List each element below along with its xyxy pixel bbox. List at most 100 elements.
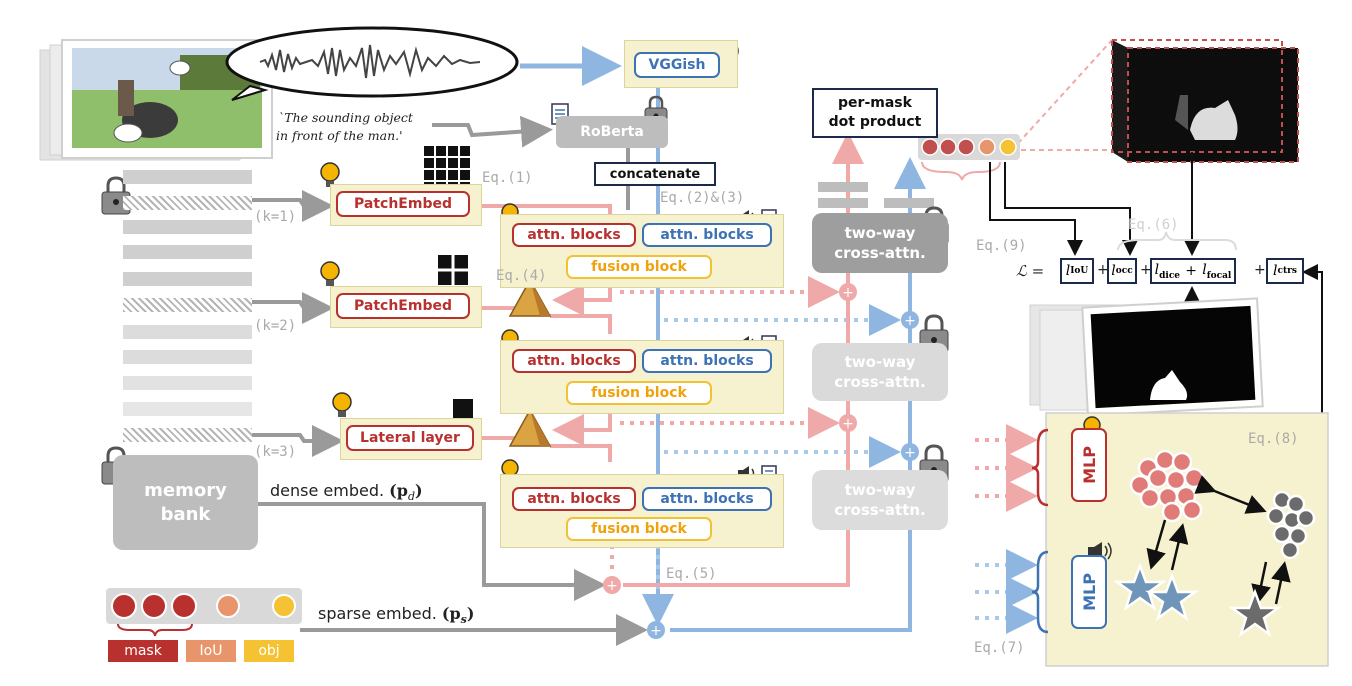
visual-attn-blocks-3: attn. blocks [512, 487, 636, 511]
patch-embed-k1: PatchEmbed [336, 191, 470, 217]
svg-text:+: + [650, 623, 662, 639]
svg-text:+: + [606, 578, 618, 594]
memory-slot [123, 376, 252, 390]
memory-slot [123, 325, 252, 339]
eq5-label: Eq.(5) [666, 566, 717, 582]
patch-grid-icon [422, 144, 475, 421]
dense-embed-text: dense embed. [270, 481, 385, 500]
loss-ctrs-sub: ctrs [1277, 266, 1297, 276]
memory-bank: memory bank [113, 455, 258, 550]
sparse-embed-label: sparse embed. (ps) [318, 604, 474, 626]
mlp-audio: MLP [1071, 555, 1107, 629]
memory-bank-line1: memory [144, 479, 227, 501]
pyramid-icon [508, 278, 552, 447]
plus-nodes: + + + + + + [603, 283, 919, 639]
memory-slot [123, 245, 252, 259]
loss-symbol: ℒ = [1016, 262, 1045, 280]
sparse-embed-symbol: (ps) [441, 604, 475, 627]
per-mask-line1: per-mask [838, 95, 912, 111]
two-way-cross-attn-3: two-way cross-attn. [812, 470, 948, 530]
cross-attn-line2: cross-attn. [834, 373, 926, 391]
ground-truth-frames [1029, 297, 1264, 417]
cross-attn-line1: two-way [844, 353, 916, 371]
svg-text:+: + [904, 313, 916, 329]
k3-label: (k=3) [254, 444, 297, 460]
sparse-sym: (p [441, 604, 461, 623]
eq4-label: Eq.(4) [496, 268, 547, 284]
memory-slot [123, 220, 252, 234]
memory-slot-selected [123, 196, 252, 210]
dense-sym: (p [389, 481, 408, 500]
eq1-label: Eq.(1) [482, 170, 533, 186]
lightbulb-icon [320, 162, 1101, 481]
lateral-layer: Lateral layer [346, 425, 474, 451]
dense-embed-symbol: (pd) [389, 481, 423, 504]
audio-bubble [225, 26, 519, 101]
legend-iou: IoU [186, 640, 236, 662]
memory-slot [123, 402, 252, 416]
loss-dice-focal: ldice + lfocal [1150, 258, 1236, 284]
eq8-label: Eq.(8) [1248, 431, 1299, 447]
loss-dice-l: l [1154, 261, 1160, 278]
memory-slot [123, 350, 252, 364]
k1-label: (k=1) [254, 209, 297, 225]
text-prompt-line1: `The sounding object [278, 110, 413, 125]
visual-attn-blocks-1: attn. blocks [512, 223, 636, 247]
two-way-cross-attn-1: two-way cross-attn. [812, 213, 948, 273]
eq23-label: Eq.(2)&(3) [660, 190, 745, 206]
memory-slot-selected [123, 428, 252, 442]
dense-sub: d [407, 490, 415, 504]
loss-dice-sub: dice [1159, 270, 1181, 281]
dense-embed-label: dense embed. (pd) [270, 481, 423, 503]
cross-attn-line1: two-way [844, 224, 916, 242]
k2-label: (k=2) [254, 318, 297, 334]
predicted-mask-box [1111, 39, 1299, 163]
loss-focal-l: l [1202, 261, 1207, 278]
svg-text:+: + [842, 285, 854, 301]
memory-slot-selected [123, 298, 252, 312]
cross-attn-line1: two-way [844, 481, 916, 499]
svg-text:+: + [904, 445, 916, 461]
loss-focal: lfocal [1202, 262, 1231, 281]
svg-text:+: + [842, 416, 854, 432]
eq9-label: Eq.(9) [976, 238, 1027, 254]
output-token-dots [918, 134, 1020, 160]
loss-ctrs-l: l [1273, 263, 1278, 279]
vggish-encoder: VGGish [634, 52, 720, 78]
mlp-input-arrows [975, 424, 1038, 634]
loss-dice: ldice [1155, 262, 1180, 281]
memory-slot [123, 272, 252, 286]
text-prompt-line2: in front of the man.' [276, 128, 403, 143]
sparse-embed-text: sparse embed. [318, 604, 437, 623]
fusion-block-1: fusion block [566, 255, 712, 279]
embedding-cluster-red [1129, 449, 1205, 523]
cross-attn-line2: cross-attn. [834, 244, 926, 262]
audio-attn-blocks-2: attn. blocks [642, 349, 772, 373]
eq7-label: Eq.(7) [974, 640, 1025, 656]
eq6-label: Eq.(6) [1128, 217, 1179, 233]
loss-iou-sub: IoU [1070, 266, 1089, 276]
embedding-cluster-gray [1266, 490, 1316, 560]
sparse-sub: s [460, 613, 467, 627]
star-embeddings [1113, 562, 1282, 638]
plus-sign: + [1254, 262, 1266, 278]
cross-attn-line2: cross-attn. [834, 501, 926, 519]
two-way-cross-attn-2: two-way cross-attn. [812, 343, 948, 401]
loss-focal-sub: focal [1206, 270, 1232, 281]
audio-attn-blocks-1: attn. blocks [642, 223, 772, 247]
legend-mask: mask [108, 640, 178, 662]
legend-obj: obj [244, 640, 294, 662]
sparse-prompt-tokens [106, 588, 302, 637]
mlp-visual: MLP [1071, 428, 1107, 502]
loss-occ-sub: occ [1115, 266, 1133, 276]
concatenate-box: concatenate [594, 162, 716, 186]
roberta-encoder: RoBerta [556, 116, 668, 148]
per-mask-dot-product: per-mask dot product [812, 88, 938, 138]
plus-sign: + [1140, 262, 1152, 278]
fusion-block-2: fusion block [566, 381, 712, 405]
per-mask-line2: dot product [828, 114, 922, 130]
